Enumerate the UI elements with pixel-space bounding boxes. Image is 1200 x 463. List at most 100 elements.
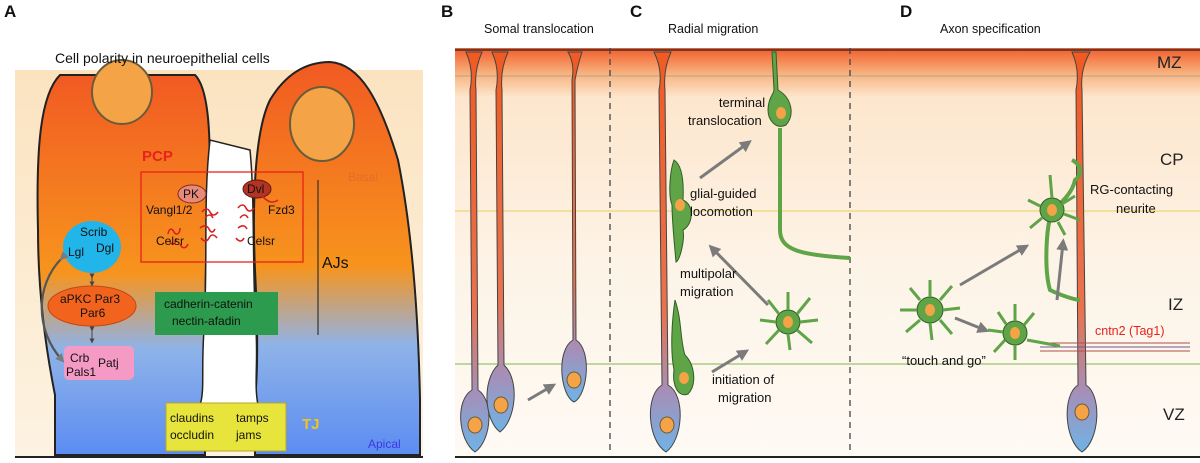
pcp-label: PCP <box>142 148 173 165</box>
rg-cell-d <box>1066 51 1098 453</box>
pcp-box <box>140 171 304 263</box>
arrow-to-terminal <box>699 140 752 180</box>
crb-label: Crb <box>70 351 90 365</box>
panel-a-title: Cell polarity in neuroepithelial cells <box>55 50 270 66</box>
panel-a <box>15 59 423 458</box>
somal-arrow <box>527 383 557 402</box>
vangl-label: Vangl1/2 <box>146 203 193 217</box>
celsr-left-loop <box>167 227 189 249</box>
rg-contacting-neuron <box>1027 174 1081 236</box>
claudins-label: claudins <box>170 411 215 425</box>
scrib-label: Scrib <box>80 225 108 239</box>
celsr-left-label: Celsr <box>156 234 185 248</box>
cortex-panels <box>455 48 1200 458</box>
multipolar-neuron-c <box>759 292 819 351</box>
dvl-protein <box>242 179 272 199</box>
rg-cell-1 <box>460 51 490 453</box>
apical-label: Apical <box>368 437 401 451</box>
panel-d-cells <box>900 51 1190 453</box>
translocating-neuron <box>767 51 792 127</box>
panel-letter-c: C <box>630 2 643 21</box>
rg-cell-c <box>650 51 681 453</box>
panel-b-title: Somal translocation <box>484 22 594 36</box>
ajs-label: AJs <box>322 255 349 272</box>
touch-and-go-label: “touch and go” <box>902 353 986 368</box>
par6-label: Par6 <box>80 306 106 320</box>
zone-mz: MZ <box>1157 53 1182 72</box>
dgl-label: Dgl <box>96 241 115 255</box>
panel-b-cells <box>460 51 587 453</box>
panel-d-title: Axon specification <box>940 22 1041 36</box>
dvl-label: Dvl <box>247 182 265 196</box>
cadherin-box <box>155 292 278 335</box>
terminal-label: terminal <box>718 95 766 110</box>
initiating-nucleus <box>679 372 689 384</box>
left-neuroepithelial-cell <box>36 74 211 456</box>
arrow-to-locomotion <box>708 244 770 307</box>
trailing-axon-c <box>778 128 851 260</box>
zone-vz: VZ <box>1163 405 1185 424</box>
cadherin-label: cadherin-catenin <box>164 297 253 311</box>
neurite-label: neurite <box>1116 201 1156 216</box>
jams-label: jams <box>236 428 262 442</box>
rg-nucleus-1 <box>467 416 483 434</box>
crb-complex <box>64 346 134 380</box>
rg-cell-2 <box>486 51 515 433</box>
zone-cp: CP <box>1160 150 1184 169</box>
fzd3-link <box>261 195 279 203</box>
arrow-to-rg <box>1055 238 1069 301</box>
right-neuroepithelial-cell <box>252 60 421 456</box>
tj-label: TJ <box>302 416 320 433</box>
nectin-label: nectin-afadin <box>172 314 241 328</box>
rg-cell-3 <box>561 51 587 403</box>
right-nucleus <box>289 86 355 162</box>
migration2-label: migration <box>718 390 772 405</box>
tamps-label: tamps <box>236 411 269 425</box>
patj-label: Patj <box>98 356 119 370</box>
polarity-curved-arrow <box>40 251 69 363</box>
pals1-label: Pals1 <box>66 365 97 379</box>
rg-contacting-label: RG-contacting <box>1090 182 1174 197</box>
panel-c-cells <box>650 51 851 453</box>
rg-nucleus-d <box>1074 403 1090 421</box>
locomotion-label: locomotion <box>690 204 753 219</box>
apkc-label: aPKC Par3 <box>60 292 121 306</box>
locomoting-neuron <box>669 159 692 263</box>
rg-nucleus-3 <box>566 371 582 389</box>
celsr-left-squiggle <box>199 208 219 242</box>
zone-iz: IZ <box>1168 295 1184 314</box>
scrib-complex <box>63 221 121 273</box>
multipolar-neuron-d1 <box>900 280 961 341</box>
translocating-nucleus <box>776 107 786 119</box>
multipolar-label: multipolar <box>680 266 737 281</box>
initiation-label: initiation of <box>712 372 775 387</box>
rg-nucleus-c <box>659 416 675 434</box>
multipolar-neuron-d2 <box>987 304 1061 360</box>
celsr-right-label: Celsr <box>247 234 276 248</box>
arrow-initiation <box>711 349 750 374</box>
panel-c-title: Radial migration <box>668 22 759 36</box>
intercellular-space <box>198 139 259 406</box>
rg-nucleus-2 <box>493 396 509 414</box>
occludin-label: occludin <box>170 428 215 442</box>
initiating-neuron <box>671 299 695 396</box>
basal-label: Basal <box>348 170 379 184</box>
pk-label: PK <box>183 187 200 201</box>
arrow-touch <box>954 316 990 333</box>
translocation-label: translocation <box>688 113 762 128</box>
celsr-right-squiggle <box>235 204 255 242</box>
pk-protein <box>177 184 207 204</box>
glial-label: glial-guided <box>690 186 757 201</box>
tj-box <box>165 402 287 452</box>
panel-letter-a: A <box>4 2 17 21</box>
cntn2-label: cntn2 (Tag1) <box>1095 324 1165 338</box>
lgl-label: Lgl <box>68 245 85 259</box>
fzd3-label: Fzd3 <box>268 203 295 217</box>
left-nucleus <box>91 59 153 125</box>
panel-letter-d: D <box>900 2 913 21</box>
arrow-d-up <box>959 244 1030 287</box>
panel-letter-b: B <box>441 2 454 21</box>
migration-label: migration <box>680 284 734 299</box>
locomoting-nucleus <box>675 199 685 211</box>
